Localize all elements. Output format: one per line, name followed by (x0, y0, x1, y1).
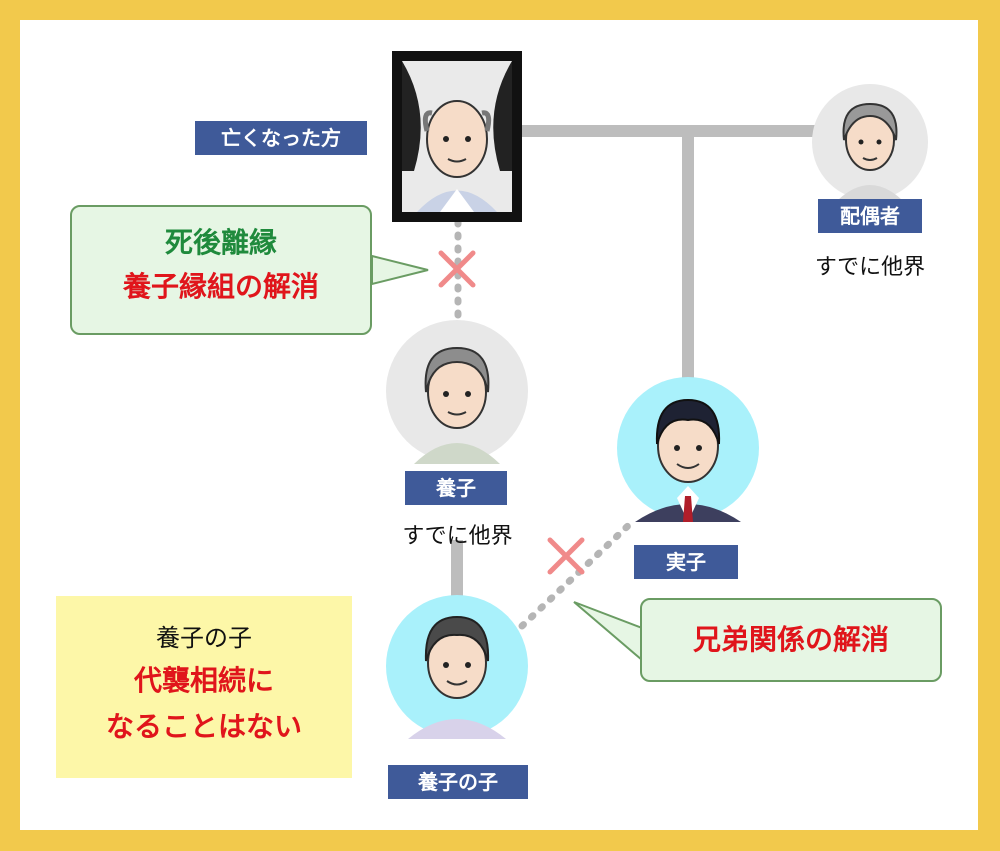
spouse-label: 配偶者 (818, 199, 922, 233)
note-line-conclusion: なることはない (105, 710, 302, 743)
adopted-childs-child-avatar (386, 595, 528, 739)
cross-mark-icon (438, 250, 476, 288)
severed-sibling-link (518, 518, 636, 630)
deceased-portrait (392, 51, 522, 222)
sibling-dissolution-text: 兄弟関係の解消 (692, 623, 889, 656)
sibling-dissolution-callout: 兄弟関係の解消 (640, 598, 942, 682)
adoption-dissolution-text: 養子縁組の解消 (122, 270, 319, 303)
posthumous-divorce-title: 死後離縁 (164, 226, 277, 259)
adopted-child-avatar (386, 320, 528, 464)
adopted-child-status: すでに他界 (402, 524, 513, 549)
biological-child-avatar (617, 377, 759, 522)
posthumous-divorce-callout: 死後離縁 養子縁組の解消 (70, 205, 372, 335)
callout-tail-right (573, 601, 643, 663)
note-line-representation: 代襲相続に (133, 664, 274, 697)
callout-tail-left (371, 254, 429, 286)
cross-mark-icon (547, 537, 585, 575)
inheritance-note: 養子の子 代襲相続に なることはない (56, 596, 352, 778)
deceased-label: 亡くなった方 (195, 121, 367, 155)
note-heading: 養子の子 (156, 624, 252, 652)
spouse-avatar (812, 84, 928, 200)
spouse-status: すでに他界 (814, 255, 926, 280)
biological-child-label: 実子 (634, 545, 738, 579)
adopted-childs-child-label: 養子の子 (388, 765, 528, 799)
adopted-child-label: 養子 (405, 471, 507, 505)
